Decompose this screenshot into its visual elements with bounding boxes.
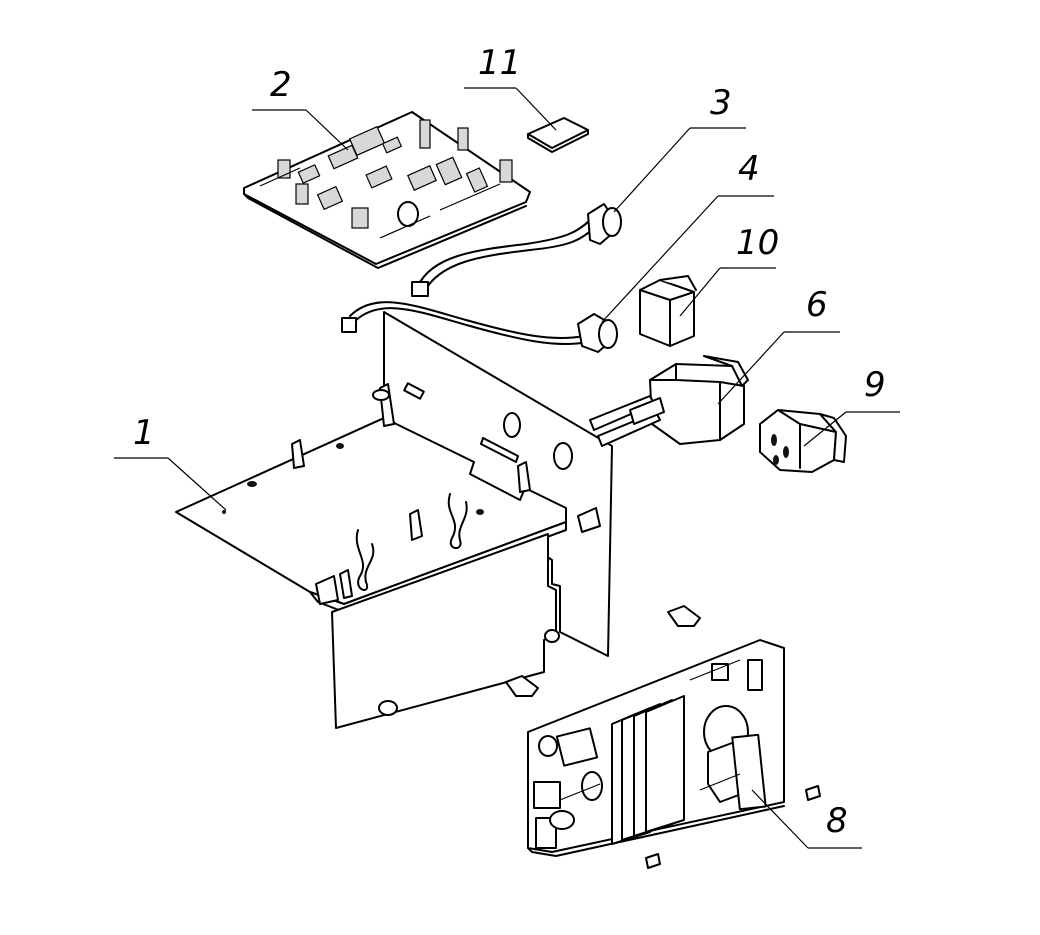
part-line-filter [589,355,749,447]
callout-label-8: 8 [826,801,848,841]
callout-11: 11 [464,43,557,131]
part-power-socket [759,409,847,473]
callout-label-11: 11 [478,43,521,83]
callout-label-2: 2 [270,65,292,105]
part-filter-block [639,275,697,347]
part-screws [645,785,821,869]
callout-8: 8 [751,789,862,849]
callout-label-4: 4 [738,149,760,189]
callout-label-9: 9 [864,365,886,405]
callout-6: 6 [717,285,840,405]
part-chassis-bracket [175,311,613,729]
part-loose-clips [505,605,701,697]
part-control-pcb [243,111,531,269]
callout-label-6: 6 [806,285,828,325]
callout-2: 2 [252,65,349,151]
callout-4: 4 [601,149,774,323]
callout-label-1: 1 [133,413,155,453]
part-cable-assembly-lower [341,301,618,353]
callout-label-10: 10 [736,223,779,263]
callout-label-3: 3 [710,83,732,123]
part-small-card [527,117,589,153]
part-cable-assembly-upper [411,203,622,297]
callout-1: 1 [114,413,227,511]
callout-9: 9 [803,365,900,447]
callout-3: 3 [613,83,746,213]
part-power-pcb [527,639,785,857]
callout-10: 10 [679,223,779,317]
